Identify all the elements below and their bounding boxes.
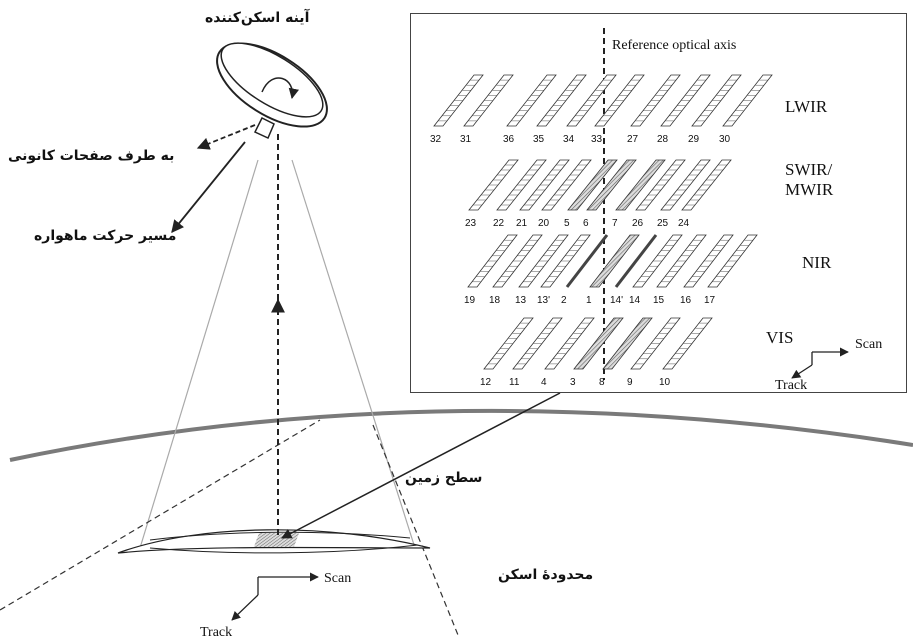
band-number-label: 35 bbox=[533, 134, 545, 145]
band-name-label: VIS bbox=[766, 328, 793, 347]
band-number-label: 24 bbox=[678, 218, 690, 229]
band-number-label: 7 bbox=[612, 218, 618, 229]
detector-strip bbox=[565, 234, 609, 288]
band-number-label: 34 bbox=[563, 134, 575, 145]
band-number-label: 27 bbox=[627, 134, 639, 145]
band-number-label: 28 bbox=[657, 134, 669, 145]
band-number-label: 9 bbox=[627, 377, 633, 388]
band-number-label: 12 bbox=[480, 377, 492, 388]
band-number-label: 33 bbox=[591, 134, 603, 145]
reference-axis-label: Reference optical axis bbox=[612, 38, 736, 53]
panel-track-arrow bbox=[791, 364, 813, 379]
label-scan-area: محدودهٔ اسکن bbox=[498, 567, 594, 583]
band-number-label: 13' bbox=[537, 295, 550, 306]
detector-strip bbox=[573, 317, 624, 370]
band-number-label: 32 bbox=[430, 134, 442, 145]
band-number-label: 8 bbox=[599, 377, 605, 388]
scan-boundary-right bbox=[372, 424, 459, 636]
band-number-label: 4 bbox=[541, 377, 547, 388]
band-number-label: 31 bbox=[460, 134, 472, 145]
scan-boundary-left bbox=[0, 419, 321, 611]
band-number-label: 36 bbox=[503, 134, 515, 145]
band-number-label: 19 bbox=[464, 295, 476, 306]
band-number-label: 15 bbox=[653, 295, 665, 306]
detector-strip bbox=[615, 159, 666, 211]
band-number-label: 1 bbox=[586, 295, 592, 306]
band-number-label: 23 bbox=[465, 218, 477, 229]
band-number-label: 6 bbox=[583, 218, 589, 229]
ground-track-label: Track bbox=[200, 625, 232, 640]
detector-strip bbox=[589, 234, 640, 288]
band-number-label: 22 bbox=[493, 218, 505, 229]
band-number-label: 2 bbox=[561, 295, 567, 306]
band-number-label: 3 bbox=[570, 377, 576, 388]
ground-scan-label: Scan bbox=[324, 571, 351, 586]
label-scan-mirror: آینه اسکن‌کننده bbox=[205, 10, 310, 26]
detector-strip bbox=[614, 234, 658, 288]
detector-strip bbox=[567, 159, 618, 211]
ground-scan-track-compass bbox=[231, 572, 319, 621]
panel-track-label: Track bbox=[775, 378, 807, 393]
panel-scan-label: Scan bbox=[855, 337, 882, 352]
detector-strip bbox=[586, 159, 637, 211]
band-number-label: 25 bbox=[657, 218, 669, 229]
label-satellite-path: مسیر حرکت ماهواره bbox=[34, 228, 177, 244]
label-to-focal-planes: به طرف صفحات کانونی bbox=[8, 148, 175, 164]
band-number-label: 11 bbox=[509, 377, 520, 388]
band-number-label: 16 bbox=[680, 295, 692, 306]
band-number-label: 17 bbox=[704, 295, 716, 306]
ground-pixel-patch bbox=[253, 533, 300, 547]
beam-left bbox=[139, 159, 259, 549]
panel-to-ground-arrow bbox=[281, 392, 561, 539]
band-number-label: 18 bbox=[489, 295, 501, 306]
focal-plane-box bbox=[410, 13, 907, 393]
earth-arc bbox=[9, 408, 913, 462]
band-number-label: 30 bbox=[719, 134, 731, 145]
band-number-label: 20 bbox=[538, 218, 550, 229]
band-number-label: 26 bbox=[632, 218, 644, 229]
band-name-label: SWIR/ bbox=[785, 160, 833, 179]
band-name-label: MWIR bbox=[785, 180, 834, 199]
scan-mirror bbox=[216, 42, 328, 140]
detector-strip bbox=[602, 317, 653, 370]
band-name-label: LWIR bbox=[785, 97, 828, 116]
satellite-path-arrow bbox=[171, 141, 246, 233]
band-number-label: 5 bbox=[564, 218, 570, 229]
band-number-label: 29 bbox=[688, 134, 700, 145]
band-number-label: 14 bbox=[629, 295, 641, 306]
label-ground-surface: سطح زمین bbox=[405, 470, 483, 486]
band-number-label: 14' bbox=[610, 295, 623, 306]
band-name-label: NIR bbox=[802, 253, 832, 272]
band-number-label: 10 bbox=[659, 377, 671, 388]
band-number-label: 21 bbox=[516, 218, 528, 229]
beam-right bbox=[291, 159, 416, 549]
band-number-label: 13 bbox=[515, 295, 527, 306]
to-focal-planes-arrow bbox=[196, 124, 256, 150]
